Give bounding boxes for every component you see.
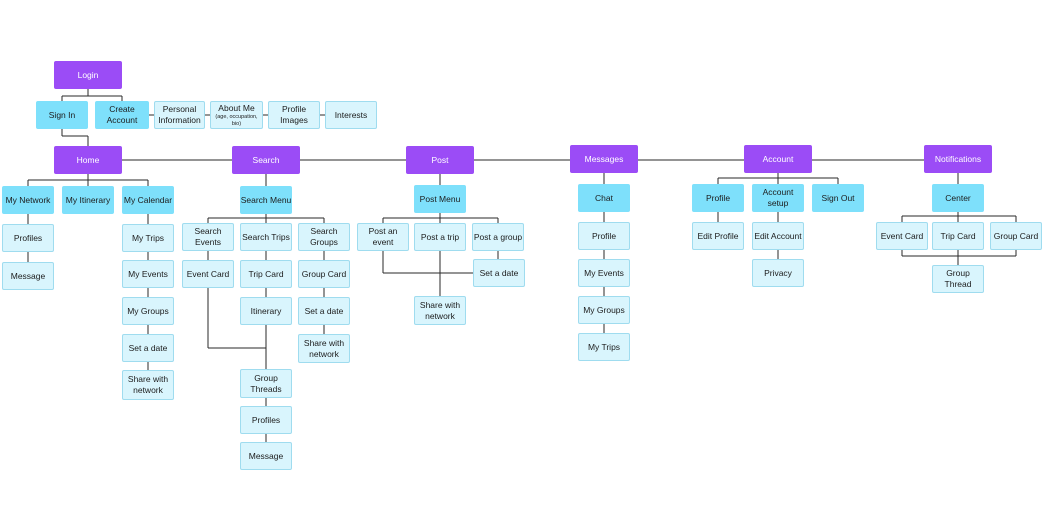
privacy-node: Privacy <box>752 259 804 287</box>
profile-images-node: Profile Images <box>268 101 320 129</box>
search-event-card-node: Event Card <box>182 260 234 288</box>
about-me-sublabel: (age, occupation, bio) <box>215 114 258 127</box>
messages-my-groups-node: My Groups <box>578 296 630 324</box>
about-me-node: About Me (age, occupation, bio) <box>210 101 263 129</box>
home-profiles-node: Profiles <box>2 224 54 252</box>
home-share-with-network-node: Share with network <box>122 370 174 400</box>
notifications-group-card-node: Group Card <box>990 222 1042 250</box>
home-my-events-node: My Events <box>122 260 174 288</box>
create-account-node: Create Account <box>95 101 149 129</box>
post-set-a-date-node: Set a date <box>473 259 525 287</box>
notification-center-node: Center <box>932 184 984 212</box>
search-group-card-node: Group Card <box>298 260 350 288</box>
notifications-node: Notifications <box>924 145 992 173</box>
notifications-group-thread-node: Group Thread <box>932 265 984 293</box>
post-a-trip-node: Post a trip <box>414 223 466 251</box>
search-node: Search <box>232 146 300 174</box>
post-an-event-node: Post an event <box>357 223 409 251</box>
search-groups-node: Search Groups <box>298 223 350 251</box>
search-trip-card-node: Trip Card <box>240 260 292 288</box>
home-node: Home <box>54 146 122 174</box>
home-my-trips-node: My Trips <box>122 224 174 252</box>
edit-account-node: Edit Account <box>752 222 804 250</box>
account-profile-node: Profile <box>692 184 744 212</box>
notifications-event-card-node: Event Card <box>876 222 928 250</box>
home-set-a-date-node: Set a date <box>122 334 174 362</box>
search-set-a-date-node: Set a date <box>298 297 350 325</box>
my-itinerary-node: My Itinerary <box>62 186 114 214</box>
search-events-node: Search Events <box>182 223 234 251</box>
edit-profile-node: Edit Profile <box>692 222 744 250</box>
account-setup-node: Account setup <box>752 184 804 212</box>
post-a-group-node: Post a group <box>472 223 524 251</box>
account-node: Account <box>744 145 812 173</box>
notifications-trip-card-node: Trip Card <box>932 222 984 250</box>
search-itinerary-node: Itinerary <box>240 297 292 325</box>
home-message-node: Message <box>2 262 54 290</box>
search-group-threads-node: Group Threads <box>240 369 292 398</box>
messages-profile-node: Profile <box>578 222 630 250</box>
sign-in-node: Sign In <box>36 101 88 129</box>
home-my-groups-node: My Groups <box>122 297 174 325</box>
search-menu-node: Search Menu <box>240 186 292 214</box>
search-share-with-network-node: Share with network <box>298 334 350 363</box>
interests-node: Interests <box>325 101 377 129</box>
my-network-node: My Network <box>2 186 54 214</box>
sign-out-node: Sign Out <box>812 184 864 212</box>
search-profiles-node: Profiles <box>240 406 292 434</box>
post-node: Post <box>406 146 474 174</box>
messages-node: Messages <box>570 145 638 173</box>
post-menu-node: Post Menu <box>414 185 466 213</box>
messages-my-trips-node: My Trips <box>578 333 630 361</box>
post-share-with-network-node: Share with network <box>414 296 466 325</box>
search-trips-node: Search Trips <box>240 223 292 251</box>
about-me-label: About Me <box>218 103 255 113</box>
personal-information-node: Personal Information <box>154 101 205 129</box>
login-node: Login <box>54 61 122 89</box>
search-message-node: Message <box>240 442 292 470</box>
messages-my-events-node: My Events <box>578 259 630 287</box>
chat-node: Chat <box>578 184 630 212</box>
my-calendar-node: My Calendar <box>122 186 174 214</box>
